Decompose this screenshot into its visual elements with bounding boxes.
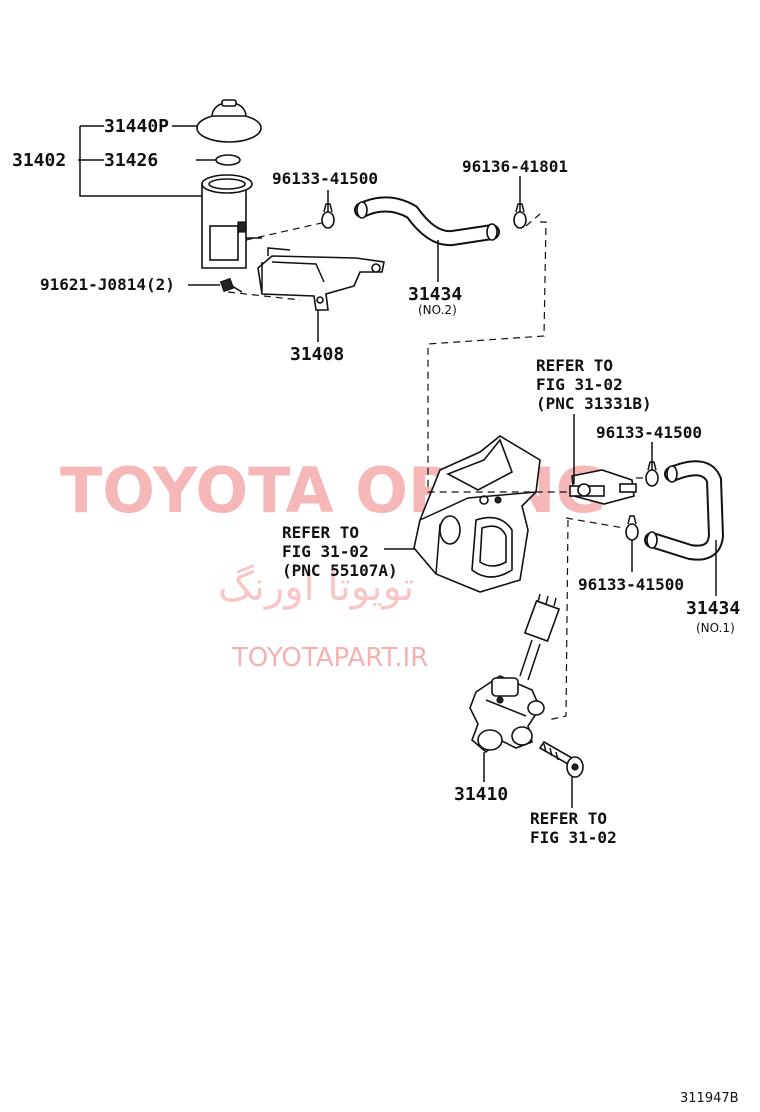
ref-31331b-line2: FIG 31-02 bbox=[536, 375, 623, 394]
label-31426: 31426 bbox=[104, 150, 158, 171]
junction-fitting-icon bbox=[569, 469, 637, 505]
label-91621: 91621-J0814(2) bbox=[40, 275, 175, 294]
union-bolt-icon bbox=[538, 740, 584, 778]
ref-31331b-line1: REFER TO bbox=[536, 356, 613, 375]
label-31434-no1: 31434 bbox=[686, 598, 740, 619]
gasket-icon bbox=[215, 154, 241, 166]
ref-55107a-line2: FIG 31-02 bbox=[282, 542, 369, 561]
label-no2: (NO.2) bbox=[418, 303, 457, 317]
reservoir-cap-icon bbox=[196, 99, 262, 143]
reservoir-tank-icon bbox=[201, 174, 262, 269]
label-96136: 96136-41801 bbox=[462, 157, 568, 176]
label-31402: 31402 bbox=[12, 150, 66, 171]
release-cylinder-icon bbox=[469, 675, 545, 754]
label-31408: 31408 bbox=[290, 344, 344, 365]
ref-fig-line2: FIG 31-02 bbox=[530, 828, 617, 847]
label-96133-right-upper: 96133-41500 bbox=[596, 423, 702, 442]
watermark-persian: تویوتا اورنگ bbox=[218, 564, 414, 610]
bolt-icon bbox=[219, 277, 243, 293]
leader-lines bbox=[78, 125, 717, 808]
ref-55107a-line1: REFER TO bbox=[282, 523, 359, 542]
ref-31331b-line3: (PNC 31331B) bbox=[536, 394, 652, 413]
ref-55107a-line3: (PNC 55107A) bbox=[282, 561, 398, 580]
dashed-guides bbox=[227, 213, 644, 721]
label-96133-upper: 96133-41500 bbox=[272, 169, 378, 188]
figure-number: 311947B bbox=[680, 1091, 739, 1106]
ref-fig-line1: REFER TO bbox=[530, 809, 607, 828]
bracket-icon bbox=[257, 247, 385, 311]
label-31410: 31410 bbox=[454, 784, 508, 805]
switch-sensor-icon bbox=[519, 593, 561, 681]
label-96133-right-lower: 96133-41500 bbox=[578, 575, 684, 594]
hose-no2-icon bbox=[354, 196, 500, 247]
clip-icon bbox=[625, 515, 639, 541]
clip-icon bbox=[645, 461, 659, 487]
label-31440p: 31440P bbox=[104, 116, 169, 137]
pedal-bracket-icon bbox=[413, 435, 541, 593]
label-31434-no2: 31434 bbox=[408, 284, 462, 305]
label-no1: (NO.1) bbox=[696, 621, 735, 635]
hose-no1-icon bbox=[644, 460, 725, 561]
watermark-site: TOYOTAPART.IR bbox=[231, 643, 428, 673]
